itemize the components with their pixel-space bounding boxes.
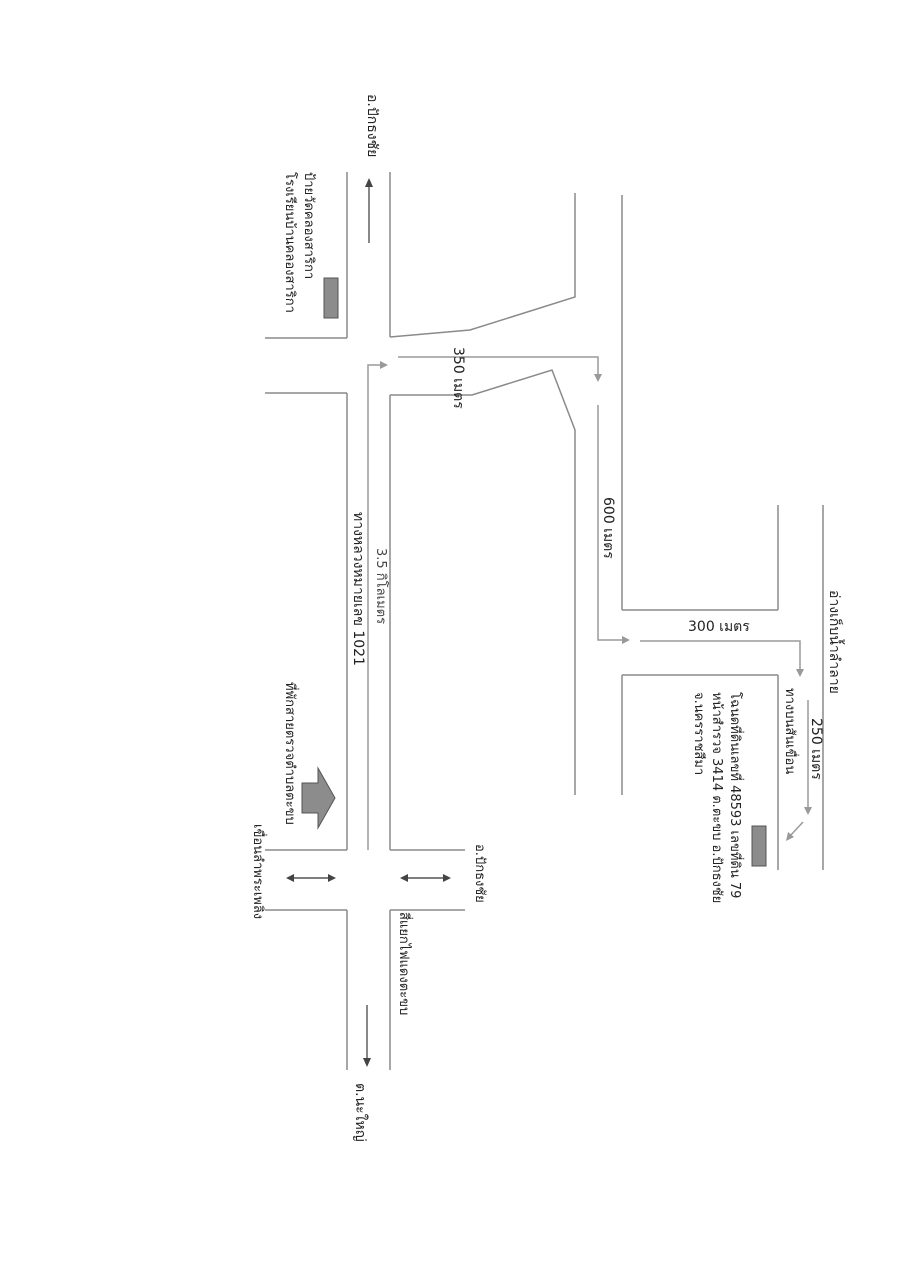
route-line-350 bbox=[398, 356, 599, 375]
label-intersection: สี่แยกไฟแดงตะขบ bbox=[396, 912, 413, 1015]
label-parcel-line2: หน้าสำรวจ 3414 ต.ตะขบ อ.ปักธงชัย bbox=[709, 692, 724, 903]
route-arrow-head-6 bbox=[786, 832, 794, 841]
parcel-marker bbox=[751, 825, 767, 867]
route-line-final bbox=[789, 821, 804, 837]
route-line-300 bbox=[640, 640, 801, 670]
label-dist-600: 600 เมตร bbox=[600, 497, 616, 559]
label-sign-line2: โรงเรียนบ้านคลองสาริกา bbox=[282, 172, 298, 313]
label-dist-35km: 3.5 กิโลเมตร bbox=[373, 548, 389, 624]
label-district-bottom: อ.ปักธงชัย bbox=[472, 844, 487, 903]
route-line-600 bbox=[597, 405, 622, 641]
arrow-head-dam-left bbox=[286, 874, 294, 882]
label-dirt-road: ทางบนสันเขื่อน bbox=[782, 688, 799, 774]
arrow-head-pb-left bbox=[400, 874, 408, 882]
label-dam: เขื่อนลำพระเพลิง bbox=[250, 824, 267, 919]
arrow-head-dam-right bbox=[328, 874, 336, 882]
route-arrow-head-4 bbox=[796, 669, 804, 677]
label-reservoir: อ่างเก็บน้ำลำลาย bbox=[826, 590, 845, 694]
side-road-lower bbox=[390, 369, 576, 795]
label-sign-line1: ป้ายวัดคลองสาริกา bbox=[301, 172, 316, 279]
label-parcel-line3: จ.นครราชสีมา bbox=[691, 692, 707, 775]
arrow-head-nayai bbox=[363, 1058, 371, 1067]
route-arrow-head-5 bbox=[804, 807, 812, 815]
side-road-upper bbox=[389, 193, 576, 338]
label-dist-300: 300 เมตร bbox=[688, 619, 750, 635]
route-arrow-head-2 bbox=[594, 374, 602, 382]
route-line-main bbox=[367, 364, 383, 850]
label-subdistrict: ต.นะใหญ่ bbox=[352, 1083, 369, 1142]
label-highway: ทางหลวงหมายเลข 1021 bbox=[350, 512, 366, 666]
label-district-top: อ.ปักธงชัย bbox=[364, 94, 380, 157]
label-dist-250: 250 เมตร bbox=[808, 718, 824, 780]
label-checkpoint: ที่พักสายตรวจตำบลตะขบ bbox=[282, 682, 299, 825]
route-arrow-head-3 bbox=[622, 636, 630, 644]
route-arrow-head-1 bbox=[380, 361, 388, 369]
arrow-head-pakthongchai-top bbox=[365, 178, 373, 187]
label-dist-350: 350 เมตร bbox=[450, 347, 466, 409]
sign-marker bbox=[323, 277, 339, 319]
block-arrow-icon bbox=[301, 766, 336, 830]
label-parcel-line1: โฉนดที่ดินเลขที่ 48593 เลขที่ดิน 79 bbox=[727, 692, 744, 898]
arrow-head-pb-right bbox=[443, 874, 451, 882]
